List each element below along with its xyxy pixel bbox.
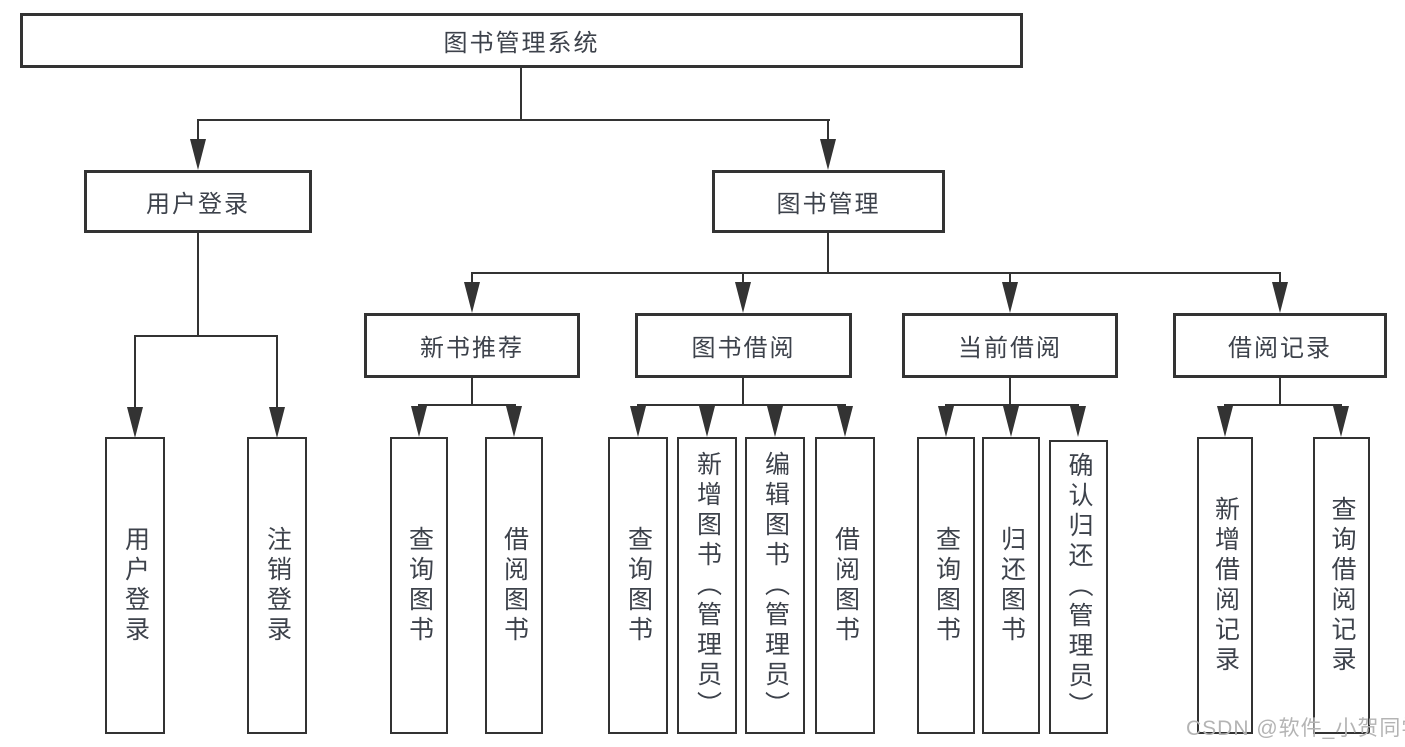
arrow-down-icon: [699, 406, 715, 437]
edge-current-hline: [945, 404, 1079, 406]
node-records-query-record: 查询借阅记录: [1313, 437, 1370, 734]
edge-root-hline: [197, 119, 830, 121]
node-current-confirm-return-admin: 确认归还（管理员）: [1049, 440, 1108, 734]
arrow-down-icon: [1002, 282, 1018, 313]
arrow-down-icon: [767, 406, 783, 437]
edge-recommend-vline: [471, 377, 473, 406]
node-current-return-books-label: 归还图书: [997, 525, 1026, 646]
node-current-borrowing-label: 当前借阅: [958, 335, 1062, 362]
node-records-query-record-label: 查询借阅记录: [1328, 495, 1356, 676]
node-borrowing-records: 借阅记录: [1173, 313, 1387, 378]
arrow-down-icon: [506, 406, 522, 437]
arrow-down-icon: [1217, 406, 1233, 437]
edge-root-left-stem: [197, 119, 199, 143]
node-recommend-query-books-label: 查询图书: [405, 525, 434, 646]
node-borrowing-query-books-label: 查询图书: [624, 525, 653, 646]
arrow-down-icon: [269, 407, 285, 438]
edge-user-login-hline: [134, 335, 278, 337]
node-records-add-record-label: 新增借阅记录: [1211, 495, 1240, 676]
node-borrowing-records-label: 借阅记录: [1228, 335, 1332, 362]
node-book-management: 图书管理: [712, 170, 945, 233]
arrow-down-icon: [820, 139, 836, 170]
edge-current-vline: [1009, 377, 1011, 406]
arrow-down-icon: [837, 406, 853, 437]
edge-borrowing-vline: [742, 377, 744, 406]
arrow-down-icon: [735, 282, 751, 313]
node-library-system: 图书管理系统: [20, 13, 1023, 68]
node-current-confirm-return-admin-label: 确认归还（管理员）: [1065, 452, 1093, 722]
node-user-login-leaf-label: 用户登录: [121, 525, 150, 646]
edge-user-login-vline: [197, 233, 199, 337]
edge-book-mgmt-stem-2: [742, 272, 744, 286]
node-borrowing-edit-books-admin-label: 编辑图书（管理员）: [761, 450, 790, 721]
node-user-login-leaf: 用户登录: [105, 437, 165, 734]
node-book-borrowing-label: 图书借阅: [691, 335, 796, 362]
node-recommend-borrow-books-label: 借阅图书: [500, 525, 529, 646]
edge-user-login-right-stem: [276, 335, 278, 409]
node-recommend-borrow-books: 借阅图书: [485, 437, 543, 734]
node-new-book-recommend: 新书推荐: [364, 313, 580, 378]
edge-book-mgmt-stem-1: [471, 272, 473, 286]
node-borrowing-add-books-admin: 新增图书（管理员）: [677, 437, 737, 734]
node-current-borrowing: 当前借阅: [902, 313, 1118, 378]
node-current-return-books: 归还图书: [982, 437, 1040, 734]
edge-book-mgmt-stem-4: [1279, 272, 1281, 286]
arrow-down-icon: [190, 139, 206, 170]
node-borrowing-query-books: 查询图书: [608, 437, 668, 734]
edge-borrowing-hline: [637, 404, 846, 406]
edge-book-mgmt-vline: [827, 233, 829, 274]
node-book-borrowing: 图书借阅: [635, 313, 852, 378]
edge-records-vline: [1279, 377, 1281, 406]
edge-book-mgmt-hline: [471, 272, 1281, 274]
node-logout-leaf: 注销登录: [247, 437, 307, 734]
node-user-login: 用户登录: [84, 170, 312, 233]
edge-root-right-stem: [827, 119, 829, 143]
node-borrowing-borrow-books: 借阅图书: [815, 437, 875, 734]
node-new-book-recommend-label: 新书推荐: [420, 335, 524, 362]
node-borrowing-borrow-books-label: 借阅图书: [831, 525, 860, 646]
node-borrowing-edit-books-admin: 编辑图书（管理员）: [745, 437, 805, 734]
edge-records-hline: [1224, 404, 1342, 406]
arrow-down-icon: [1003, 406, 1019, 437]
node-recommend-query-books: 查询图书: [390, 437, 448, 734]
node-records-add-record: 新增借阅记录: [1197, 437, 1253, 734]
node-borrowing-add-books-admin-label: 新增图书（管理员）: [693, 450, 722, 721]
arrow-down-icon: [127, 407, 143, 438]
arrow-down-icon: [411, 406, 427, 437]
watermark-text: CSDN @软件_小贺同学: [1186, 717, 1405, 740]
node-current-query-books-label: 查询图书: [932, 525, 961, 646]
node-book-management-label: 图书管理: [776, 191, 881, 218]
edge-book-mgmt-stem-3: [1009, 272, 1011, 286]
node-current-query-books: 查询图书: [917, 437, 975, 734]
node-library-system-label: 图书管理系统: [443, 30, 600, 57]
node-user-login-label: 用户登录: [146, 191, 250, 218]
edge-recommend-hline: [418, 404, 516, 406]
arrow-down-icon: [938, 406, 954, 437]
edge-root-vline: [520, 68, 522, 121]
node-logout-leaf-label: 注销登录: [263, 525, 292, 646]
edge-user-login-left-stem: [134, 335, 136, 409]
arrow-down-icon: [1333, 406, 1349, 437]
arrow-down-icon: [1272, 282, 1288, 313]
arrow-down-icon: [464, 282, 480, 313]
arrow-down-icon: [630, 406, 646, 437]
arrow-down-icon: [1070, 406, 1086, 437]
